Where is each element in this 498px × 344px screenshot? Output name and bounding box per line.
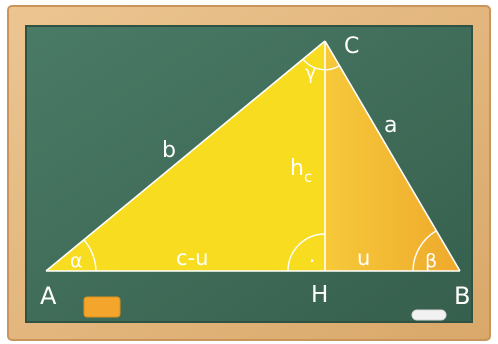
vertex-c-label: C: [344, 34, 359, 59]
angle-alpha-arc: [83, 239, 97, 272]
height-label-base: h: [290, 156, 304, 181]
height-label-subscript: c: [304, 168, 312, 186]
side-a: [324, 40, 461, 272]
angle-beta-label: β: [425, 250, 437, 272]
side-b: [45, 40, 326, 272]
side-c-minus-u-label: c-u: [176, 246, 208, 270]
vertex-b-label: B: [454, 282, 470, 310]
orange-eraser: [83, 296, 121, 318]
angle-gamma-arc: [302, 58, 340, 71]
side-a-label: a: [384, 113, 397, 138]
vertex-a-label: A: [40, 282, 57, 310]
height-label: hc: [290, 156, 312, 186]
angle-beta-arc: [412, 230, 437, 272]
white-chalk: [411, 309, 447, 321]
angle-alpha-label: α: [70, 250, 83, 272]
vertex-h-label: H: [311, 282, 328, 308]
right-angle-dot: ·: [309, 249, 315, 273]
angle-gamma-label: γ: [305, 62, 316, 84]
right-angle-arc: [287, 233, 326, 272]
side-b-label: b: [162, 138, 176, 163]
side-u-label: u: [357, 246, 370, 270]
